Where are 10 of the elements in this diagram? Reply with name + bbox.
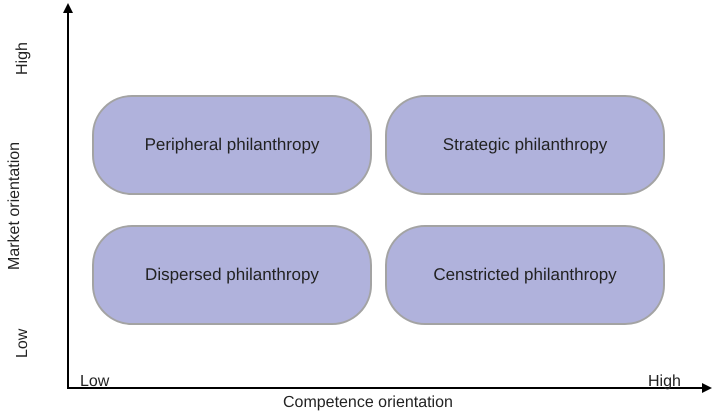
axis-title: Competence orientation: [283, 394, 453, 412]
axis-title: Market orientation: [6, 142, 24, 270]
axis-tick-label: High: [14, 42, 32, 75]
quadrant-box: Peripheral philanthropy: [92, 95, 372, 195]
quadrant-box: Dispersed philanthropy: [92, 225, 372, 325]
quadrant-box: Censtricted philanthropy: [385, 225, 665, 325]
axis-tick-label: Low: [80, 373, 110, 391]
quadrant-box: Strategic philanthropy: [385, 95, 665, 195]
axis-tick-label: High: [648, 373, 681, 391]
axis-tick-label: Low: [14, 328, 32, 358]
